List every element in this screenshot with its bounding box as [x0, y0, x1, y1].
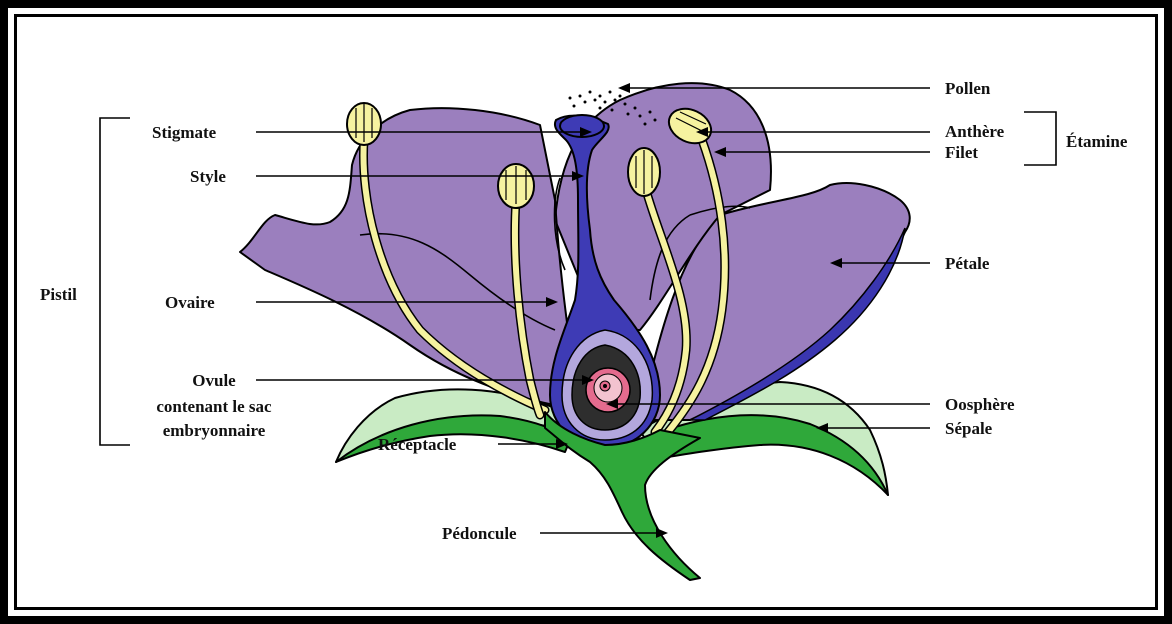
- label-sepale: Sépale: [945, 419, 993, 438]
- oosphere-nucleus: [603, 384, 607, 388]
- label-ovule-line1: Ovule: [192, 371, 236, 390]
- label-oosphere: Oosphère: [945, 395, 1015, 414]
- label-ovaire: Ovaire: [165, 293, 215, 312]
- label-etamine: Étamine: [1066, 132, 1128, 151]
- label-receptacle: Réceptacle: [378, 435, 457, 454]
- label-style: Style: [190, 167, 226, 186]
- label-pedoncule: Pédoncule: [442, 524, 517, 543]
- label-pollen: Pollen: [945, 79, 991, 98]
- pistil-bracket: [100, 118, 130, 445]
- etamine-bracket: [1024, 112, 1056, 165]
- label-filet: Filet: [945, 143, 978, 162]
- label-ovule-line3: embryonnaire: [163, 421, 266, 440]
- label-anthere: Anthère: [945, 122, 1005, 141]
- label-stigmate: Stigmate: [152, 123, 217, 142]
- label-ovule-line2: contenant le sac: [156, 397, 272, 416]
- label-pistil: Pistil: [40, 285, 77, 304]
- label-petale: Pétale: [945, 254, 990, 273]
